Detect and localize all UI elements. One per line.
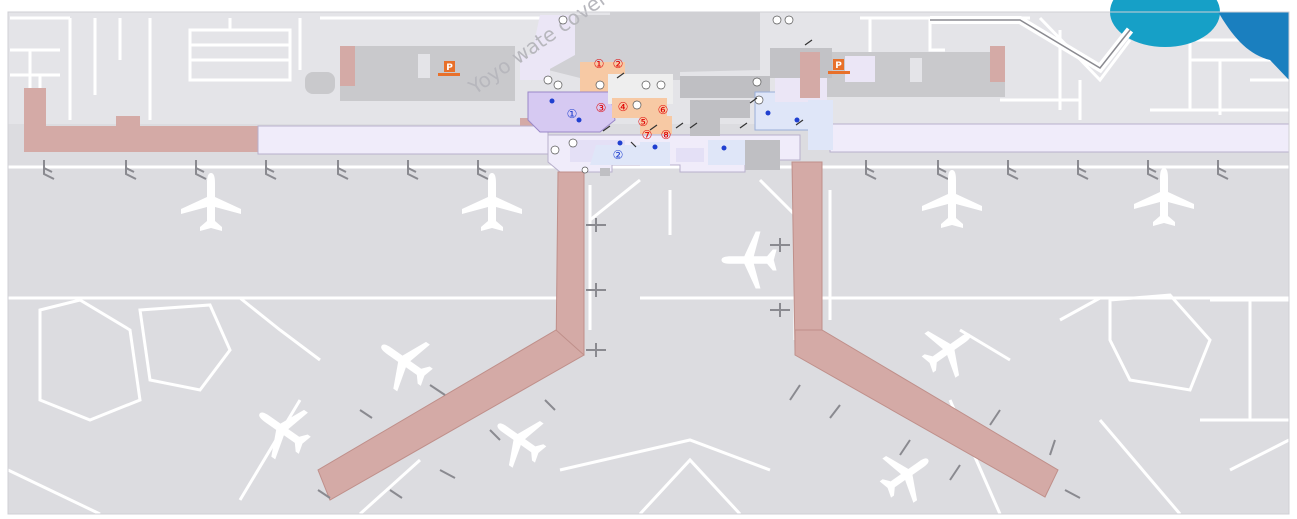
restroom-icon — [581, 166, 589, 174]
central-terminal — [520, 12, 833, 176]
escalator-icon — [675, 122, 684, 129]
restroom-icon — [754, 95, 764, 105]
lounge-icon — [549, 98, 555, 104]
lounge-icon — [652, 144, 658, 150]
escalator-icon — [804, 39, 813, 46]
shop-marker-3[interactable]: ③ — [596, 101, 607, 115]
map-frame — [7, 11, 1290, 515]
escalator-icon — [795, 119, 804, 126]
parking-icon: P — [835, 61, 842, 71]
facility-icons — [543, 15, 794, 174]
shop-marker-7[interactable]: ⑦ — [642, 128, 653, 142]
concourse-east — [829, 123, 1290, 153]
parking-garage-west — [305, 46, 515, 101]
pier-southwest — [317, 171, 585, 501]
shop-marker-8[interactable]: ⑧ — [661, 128, 672, 142]
shop-marker-4[interactable]: ④ — [618, 100, 629, 114]
restroom-icon — [752, 77, 762, 87]
lounge-icon — [721, 145, 727, 151]
shop-marker-5[interactable]: ⑤ — [638, 115, 649, 129]
restroom-icon — [772, 15, 782, 25]
restroom-icon — [656, 80, 666, 90]
restroom-icon — [784, 15, 794, 25]
lounge-icons — [549, 98, 800, 151]
road-network — [7, 16, 1290, 516]
escalator-icon — [749, 97, 758, 104]
lounge-icon — [794, 117, 800, 123]
pier-southeast — [791, 161, 1059, 498]
lounge-icon — [617, 140, 623, 146]
escalator-icon — [630, 141, 637, 148]
restroom-icon — [543, 75, 553, 85]
lounge-icon — [576, 117, 582, 123]
red-markers[interactable]: ① ② ③ ④ ⑤ ⑥ ⑦ ⑧ — [594, 57, 672, 142]
restroom-icon — [550, 145, 560, 155]
restroom-icon — [558, 15, 568, 25]
escalator-icon — [739, 122, 748, 129]
restroom-icon — [568, 138, 578, 148]
lounge-marker-2[interactable]: ② — [613, 148, 624, 162]
shop-marker-1[interactable]: ① — [594, 57, 605, 71]
parking-garage-east — [820, 46, 1005, 97]
escalator-icon — [689, 122, 698, 129]
lounge-marker-1[interactable]: ① — [567, 107, 578, 121]
restroom-icon — [632, 100, 642, 110]
shop-marker-2[interactable]: ② — [613, 57, 624, 71]
blue-markers[interactable]: ① ② — [567, 107, 624, 162]
parking-marker-east[interactable]: P — [828, 59, 850, 74]
parking-marker-west[interactable]: P — [438, 61, 460, 76]
lounge-icon — [765, 110, 771, 116]
escalator-icon — [616, 72, 625, 79]
restroom-icon — [641, 80, 651, 90]
parking-icon: P — [446, 63, 453, 73]
shop-marker-6[interactable]: ⑥ — [658, 103, 669, 117]
gate-stands-pier — [317, 218, 1081, 499]
escalator-icon — [649, 124, 658, 131]
escalator-icons — [602, 39, 813, 148]
restroom-icon — [595, 80, 605, 90]
restroom-icon — [553, 80, 563, 90]
concourse-west — [257, 125, 549, 155]
escalator-icon — [602, 125, 611, 132]
